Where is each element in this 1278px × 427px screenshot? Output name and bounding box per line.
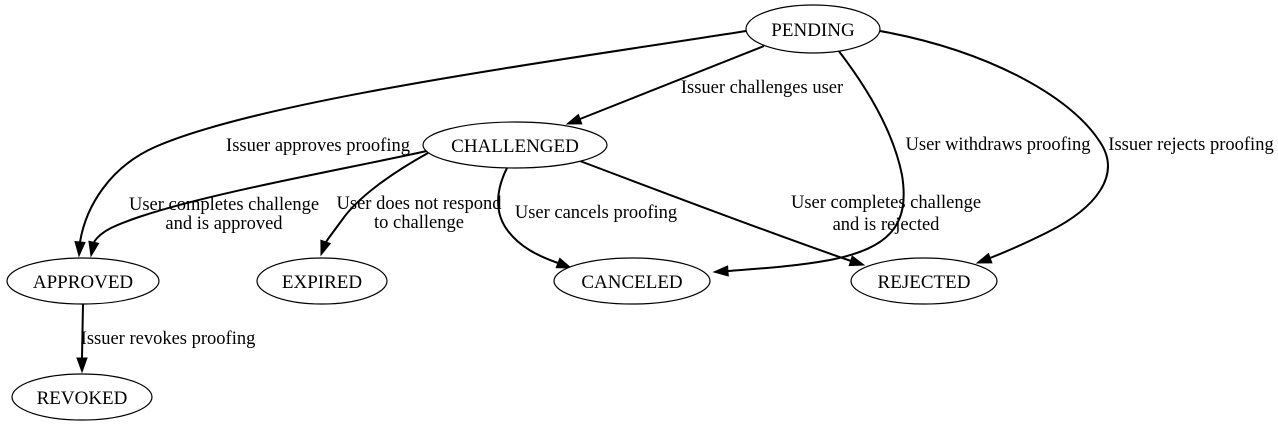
node-pending-ellipse [745,4,881,54]
node-rejected-label: REJECTED [878,272,971,293]
edge-label-challenged-rejected-line1: User completes challenge [791,193,981,213]
edge-approved-revoked: Issuer revokes proofing [76,303,256,374]
edge-challenged-expired-line [325,152,429,243]
edge-challenged-rejected: User completes challenge and is rejected [579,160,981,267]
node-challenged-ellipse [422,121,608,169]
edge-label-approved-revoked: Issuer revokes proofing [81,329,256,349]
edge-pending-rejected-line [879,30,1109,259]
edge-challenged-rejected-line [579,160,852,262]
node-canceled: CANCELED [553,257,711,305]
edge-pending-challenged-arrowhead [565,113,583,125]
node-expired-label: EXPIRED [282,272,362,293]
edge-approved-revoked-line [81,303,84,359]
edge-challenged-canceled-arrowhead [555,257,573,269]
edge-pending-rejected: Issuer rejects proofing [879,30,1274,264]
edge-approved-revoked-arrowhead [76,357,88,374]
node-pending: PENDING [745,4,881,54]
edge-label-challenged-approved-line2: and is approved [165,214,283,234]
edge-challenged-approved-line [93,150,428,243]
edge-challenged-approved: User completes challenge and is approved [88,150,428,258]
node-rejected: REJECTED [850,257,998,305]
edge-pending-approved-line [79,30,747,243]
edge-label-challenged-expired-line2: to challenge [374,213,464,233]
node-pending-label: PENDING [771,20,855,41]
edge-label-pending-approved: Issuer approves proofing [226,136,410,156]
edge-label-challenged-canceled: User cancels proofing [515,203,677,223]
edge-label-challenged-rejected-line2: and is rejected [833,215,941,235]
node-rejected-ellipse [850,257,998,305]
edge-challenged-expired: User does not respond to challenge [320,152,503,257]
edge-pending-canceled-arrowhead [712,265,729,277]
node-revoked-ellipse [11,373,153,421]
edge-challenged-expired-arrowhead [320,239,332,257]
edge-challenged-rejected-arrowhead [848,255,866,267]
edge-pending-canceled-line [727,49,905,272]
edge-pending-challenged: Issuer challenges user [565,45,843,125]
edge-label-pending-rejected: Issuer rejects proofing [1108,135,1273,155]
node-approved: APPROVED [6,257,160,305]
node-approved-label: APPROVED [33,272,133,293]
edge-label-pending-challenged: Issuer challenges user [681,78,843,98]
edge-challenged-canceled: User cancels proofing [497,167,677,269]
edge-label-pending-canceled: User withdraws proofing [906,135,1091,155]
edge-label-challenged-expired-line1: User does not respond [337,194,503,214]
node-challenged-label: CHALLENGED [451,136,579,157]
edge-label-challenged-approved-line1: User completes challenge [129,195,319,215]
edge-challenged-canceled-line [497,167,559,264]
node-revoked: REVOKED [11,373,153,421]
edge-pending-rejected-arrowhead [975,252,993,264]
edge-pending-canceled: User withdraws proofing [712,49,1091,277]
node-revoked-label: REVOKED [37,388,128,409]
edge-pending-approved-arrowhead [74,241,86,258]
node-canceled-label: CANCELED [581,272,682,293]
node-expired-ellipse [256,257,388,305]
node-approved-ellipse [6,257,160,305]
node-expired: EXPIRED [256,257,388,305]
node-canceled-ellipse [553,257,711,305]
edge-pending-approved: Issuer approves proofing [74,30,747,258]
edge-challenged-approved-arrowhead [88,240,100,258]
edge-pending-challenged-line [579,45,765,120]
node-challenged: CHALLENGED [422,121,608,169]
